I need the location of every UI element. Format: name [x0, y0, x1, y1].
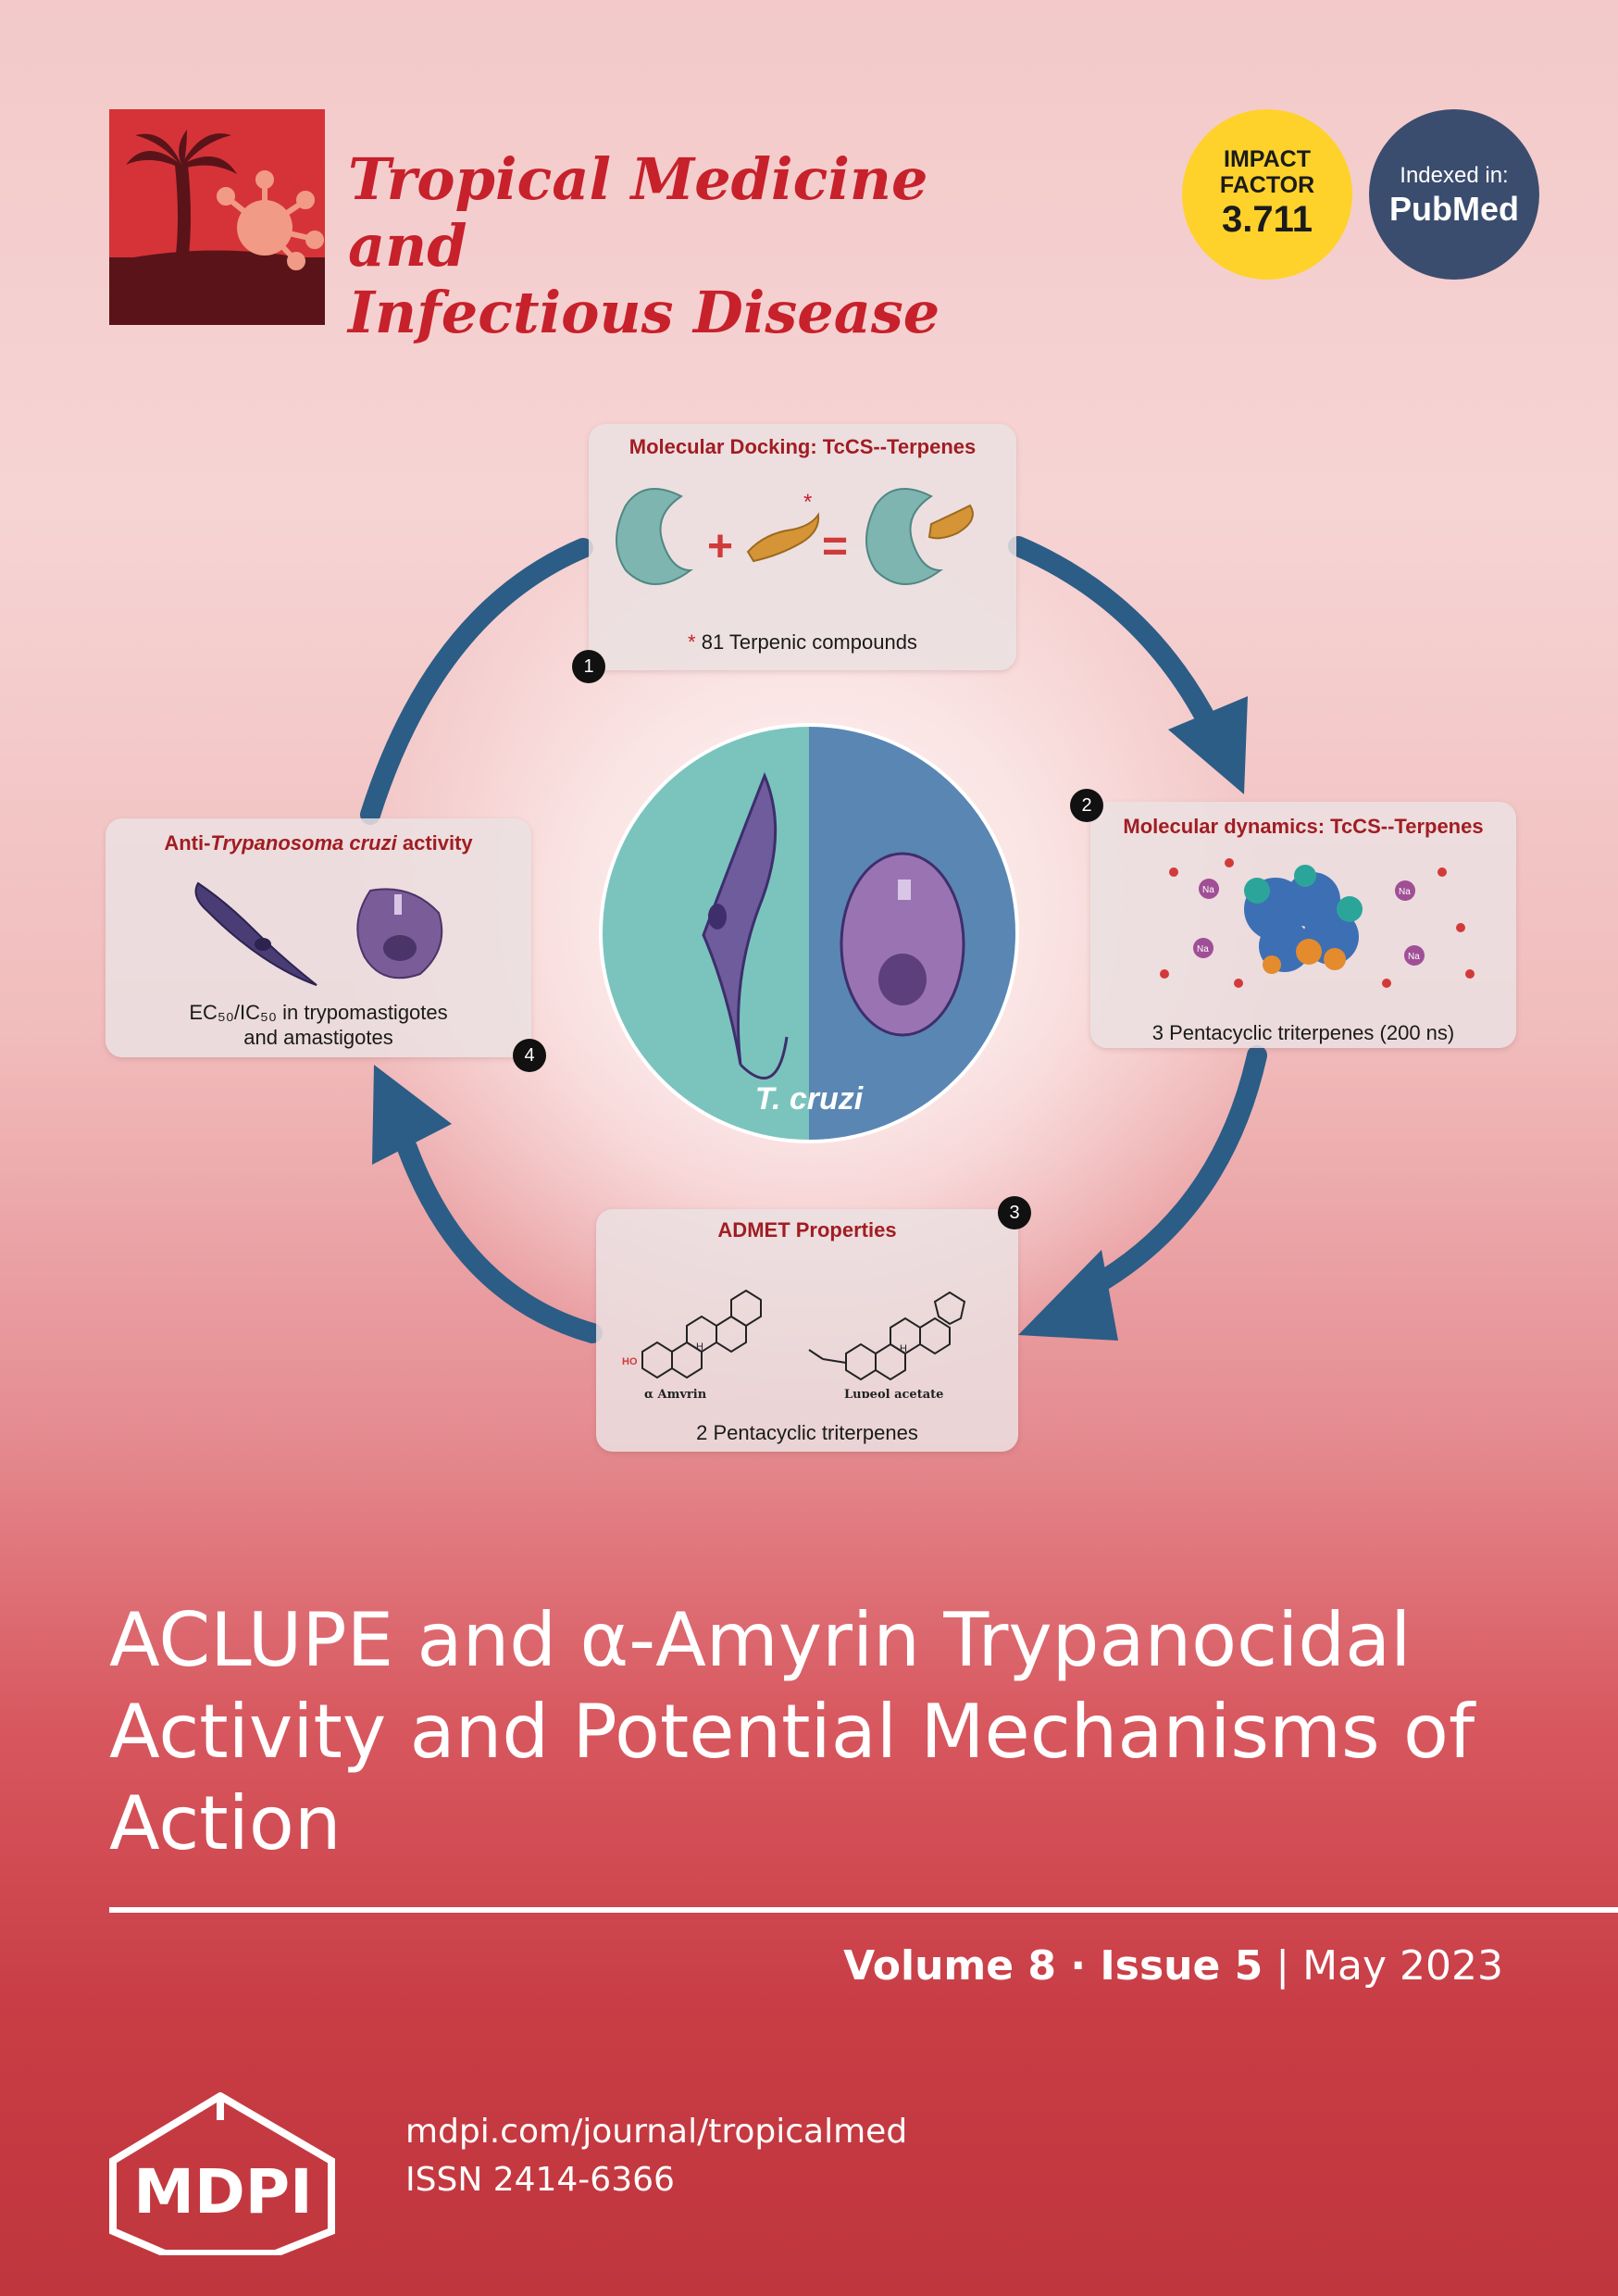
issue-bar: | — [1263, 1942, 1303, 1990]
journal-url[interactable]: mdpi.com/journal/tropicalmed — [405, 2113, 908, 2151]
impact-factor-badge: IMPACT FACTOR 3.711 — [1182, 109, 1352, 280]
center-label: T. cruzi — [754, 1081, 864, 1117]
panel-activity-caption: EC₅₀/IC₅₀ in trypomastigotes and amastig… — [106, 1000, 531, 1050]
article-title: ACLUPE and α-Amyrin Trypanocidal Activit… — [109, 1597, 1475, 1866]
journal-title: Tropical Medicine and Infectious Disease — [348, 146, 1033, 346]
pubmed-label: PubMed — [1389, 190, 1519, 228]
svg-text:H: H — [696, 1341, 703, 1353]
cycle-arrows — [360, 536, 1267, 1343]
svg-text:Na: Na — [1399, 887, 1411, 897]
svg-text:*: * — [803, 490, 812, 515]
panel-dynamics-title: Molecular dynamics: TcCS--Terpenes — [1123, 815, 1484, 838]
issue-separator: · — [1056, 1942, 1101, 1990]
svg-text:Na: Na — [1202, 885, 1214, 895]
panel-dynamics-caption: 3 Pentacyclic triterpenes (200 ns) — [1151, 1021, 1455, 1044]
pubmed-badge: Indexed in: PubMed — [1369, 109, 1539, 280]
arrow-2-to-3 — [1082, 1045, 1267, 1297]
issue-label: Issue 5 — [1100, 1942, 1263, 1990]
asterisk-marker: * — [688, 630, 696, 654]
step-number-1: 1 — [572, 650, 605, 683]
panel-docking: Molecular Docking: TcCS--Terpenes + * = … — [589, 424, 1016, 670]
panel-activity-title-prefix: Anti- — [164, 831, 211, 855]
svg-text:HO: HO — [622, 1356, 638, 1367]
svg-text:MDPI: MDPI — [133, 2156, 312, 2227]
svg-text:H: H — [900, 1343, 907, 1354]
impact-factor-line2: FACTOR — [1219, 172, 1315, 198]
panel-activity: Anti-Trypanosoma cruzi activity EC₅₀/IC₅… — [106, 818, 531, 1057]
svg-text:+: + — [707, 522, 733, 571]
journal-title-line2: Infectious Disease — [348, 279, 940, 346]
panel-admet: ADMET Properties HO H H α Amyrin Lupeol … — [596, 1209, 1018, 1452]
panel-admet-caption: 2 Pentacyclic triterpenes — [696, 1421, 918, 1444]
arrow-4-to-1 — [360, 538, 593, 825]
impact-factor-value: 3.711 — [1222, 199, 1313, 240]
issue-info: Volume 8 · Issue 5 | May 2023 — [843, 1942, 1503, 1990]
panel-activity-title: Anti-Trypanosoma cruzi activity — [106, 831, 531, 855]
activity-illustration — [194, 881, 443, 986]
journal-title-line1: Tropical Medicine and — [348, 145, 928, 280]
panel-docking-caption-text: 81 Terpenic compounds — [701, 630, 917, 654]
dynamics-illustration: Na Na Na Na — [1160, 858, 1475, 988]
svg-text:=: = — [822, 522, 848, 571]
docking-illustration: + * = — [616, 488, 974, 585]
step-number-4: 4 — [513, 1039, 546, 1072]
step-number-2: 2 — [1070, 789, 1103, 822]
svg-text:α Amyrin: α Amyrin — [644, 1388, 707, 1398]
panel-activity-title-suffix: activity — [396, 831, 473, 855]
svg-text:Lupeol acetate: Lupeol acetate — [844, 1388, 943, 1398]
arrowhead-2 — [1168, 696, 1248, 794]
arrow-1-to-2 — [1008, 536, 1223, 742]
panel-admet-title: ADMET Properties — [717, 1218, 897, 1242]
panel-activity-title-italic: Trypanosoma cruzi — [210, 831, 397, 855]
journal-logo — [109, 109, 325, 325]
volume-label: Volume 8 — [843, 1942, 1057, 1990]
mdpi-logo: MDPI — [109, 2091, 337, 2259]
indexed-label: Indexed in: — [1400, 163, 1509, 188]
admet-structures: HO H H α Amyrin Lupeol acetate — [622, 1289, 966, 1398]
issn: ISSN 2414-6366 — [405, 2161, 675, 2199]
title-divider — [109, 1907, 1618, 1913]
amastigote-shape — [840, 852, 965, 1037]
impact-factor-line1: IMPACT — [1224, 146, 1311, 172]
panel-activity-caption-line2: and amastigotes — [243, 1026, 393, 1049]
svg-text:Na: Na — [1408, 952, 1420, 962]
step-number-3: 3 — [998, 1196, 1031, 1229]
panel-activity-caption-line1: EC₅₀/IC₅₀ in trypomastigotes — [189, 1001, 448, 1024]
panel-docking-title: Molecular Docking: TcCS--Terpenes — [629, 435, 977, 458]
panel-dynamics: Molecular dynamics: TcCS--Terpenes Na Na… — [1090, 802, 1516, 1048]
svg-text:Na: Na — [1197, 944, 1209, 955]
panel-docking-caption: * 81 Terpenic compounds — [589, 630, 1016, 655]
arrowhead-4 — [372, 1065, 452, 1165]
arrowhead-3 — [1018, 1250, 1118, 1341]
arrow-3-to-4 — [397, 1138, 603, 1343]
issue-date: May 2023 — [1302, 1942, 1503, 1990]
